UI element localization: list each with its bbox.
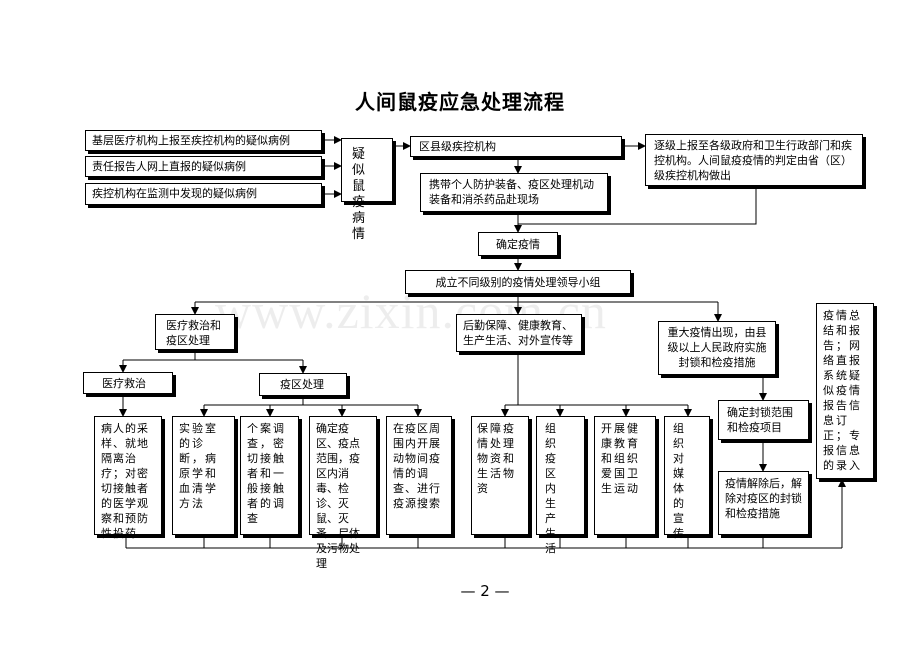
node-logistics-label: 后勤保障、健康教育、生产生活、对外宣传等	[463, 319, 573, 347]
node-task-patient-label: 病人的采样、就地隔离治疗；对密切接触者的医学观察和预防性投药	[101, 422, 149, 540]
page-number: — 2 —	[460, 582, 510, 600]
node-task-supply: 保障疫情处理物资和生活物资	[471, 416, 529, 535]
node-county-cdc-label: 区县级疾控机构	[419, 140, 496, 153]
node-lift-lockdown: 疫情解除后，解除对疫区的封锁和检疫措施	[718, 471, 809, 535]
node-task-lab: 实验室的诊断，病原学和血清学方法	[172, 416, 235, 535]
node-task-animal: 在疫区周围内开展动物间疫情的调查、进行疫源搜索	[386, 416, 452, 535]
node-report2-label: 责任报告人网上直报的疑似病例	[92, 160, 246, 173]
node-equipment-label: 携带个人防护装备、疫区处理机动装备和消杀药品赴现场	[429, 178, 594, 206]
page-title: 人间鼠疫应急处理流程	[355, 90, 565, 114]
node-report3: 疾控机构在监测中发现的疑似病例	[85, 183, 322, 205]
node-report1-label: 基层医疗机构上报至疾控机构的疑似病例	[92, 134, 290, 147]
node-medical-and-area-label: 医疗救治和疫区处理	[166, 319, 221, 347]
node-suspected: 疑似鼠疫病情	[341, 138, 393, 242]
node-leading-group: 成立不同级别的疫情处理领导小组	[405, 270, 631, 294]
node-task-health-label: 开展健康教育和组织爱国卫生运动	[601, 422, 640, 495]
node-task-area: 确定疫区、疫点范围，疫区内消毒、检诊、灭鼠、灭蚤、尸体及污物处理	[309, 416, 377, 570]
node-summary: 疫情总结和报告；网络直报系统疑似疫情报告信息订正；专报信息的录入	[816, 303, 874, 479]
node-major-outbreak: 重大疫情出现，由县级以上人民政府实施封锁和检疫措施	[658, 321, 776, 375]
node-task-production: 组织疫区内生产生活	[536, 416, 585, 555]
node-task-production-label: 组织疫区内生产生活	[545, 422, 565, 555]
node-report2: 责任报告人网上直报的疑似病例	[85, 156, 322, 177]
node-report-up-label: 逐级上报至各级政府和卫生行政部门和疾控机构。人间鼠疫疫情的判定由省（区）级疾控机…	[654, 139, 852, 182]
node-leading-group-label: 成立不同级别的疫情处理领导小组	[435, 276, 601, 289]
node-medical-treatment: 医疗救治	[83, 372, 173, 394]
node-equipment: 携带个人防护装备、疫区处理机动装备和消杀药品赴现场	[420, 173, 608, 212]
node-task-animal-label: 在疫区周围内开展动物间疫情的调查、进行疫源搜索	[393, 422, 441, 510]
node-county-cdc: 区县级疾控机构	[410, 136, 622, 157]
node-task-health: 开展健康教育和组织爱国卫生运动	[594, 416, 656, 535]
node-suspected-label: 疑似鼠疫病情	[352, 147, 369, 242]
node-lockdown-scope-label: 确定封锁范围和检疫项目	[727, 406, 793, 434]
node-confirm: 确定疫情	[478, 232, 558, 256]
node-medical-and-area: 医疗救治和疫区处理	[155, 314, 235, 350]
node-lift-lockdown-label: 疫情解除后，解除对疫区的封锁和检疫措施	[725, 477, 802, 520]
node-lockdown-scope: 确定封锁范围和检疫项目	[718, 400, 809, 440]
node-medical-treatment-label: 医疗救治	[102, 377, 146, 390]
node-task-media: 组织对媒体的宣传	[664, 416, 710, 540]
node-task-supply-label: 保障疫情处理物资和生活物资	[477, 422, 516, 495]
node-report1: 基层医疗机构上报至疾控机构的疑似病例	[85, 130, 322, 151]
node-area-treatment-label: 疫区处理	[280, 378, 324, 391]
node-major-outbreak-label: 重大疫情出现，由县级以上人民政府实施封锁和检疫措施	[667, 326, 767, 369]
node-logistics: 后勤保障、健康教育、生产生活、对外宣传等	[456, 314, 582, 352]
node-task-lab-label: 实验室的诊断，病原学和血清学方法	[179, 422, 218, 510]
node-task-area-label: 确定疫区、疫点范围，疫区内消毒、检诊、灭鼠、灭蚤、尸体及污物处理	[316, 422, 360, 570]
node-task-patient: 病人的采样、就地隔离治疗；对密切接触者的医学观察和预防性投药	[94, 416, 162, 540]
node-report-up: 逐级上报至各级政府和卫生行政部门和疾控机构。人间鼠疫疫情的判定由省（区）级疾控机…	[645, 134, 863, 186]
node-confirm-label: 确定疫情	[496, 238, 540, 251]
node-task-media-label: 组织对媒体的宣传	[673, 422, 691, 540]
node-report3-label: 疾控机构在监测中发现的疑似病例	[92, 187, 257, 200]
arrow-reportup-confirm	[518, 186, 757, 225]
node-summary-label: 疫情总结和报告；网络直报系统疑似疫情报告信息订正；专报信息的录入	[823, 309, 862, 472]
node-task-case-label: 个案调查，密切接触者和一般接触者的调查	[247, 422, 286, 525]
node-area-treatment: 疫区处理	[259, 373, 347, 396]
node-task-case: 个案调查，密切接触者和一般接触者的调查	[240, 416, 299, 535]
